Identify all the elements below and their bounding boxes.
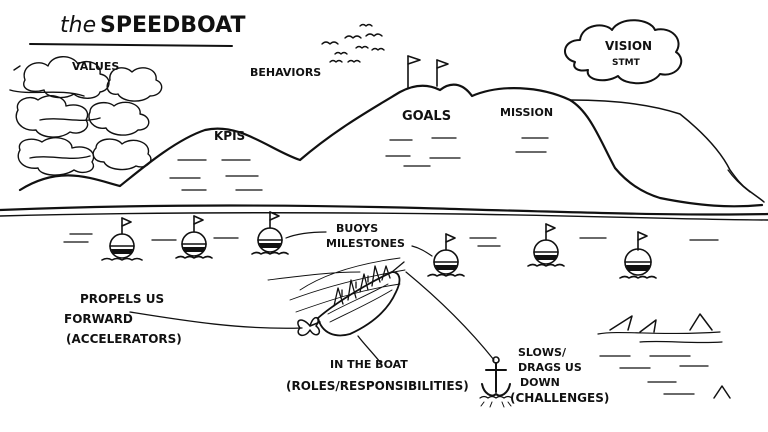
vision-label-line2: STMT (612, 58, 641, 68)
shark-fin-icon (689, 313, 713, 331)
boat-icon (267, 257, 406, 337)
summit-flags (407, 55, 449, 89)
buoy-icon (619, 231, 657, 279)
slows-label-line3: DOWN (520, 376, 560, 389)
bird-icon (347, 59, 361, 63)
cloud-icon (106, 67, 163, 102)
buoys-label-line1: BUOYS (336, 222, 378, 235)
cloud-icon (15, 95, 89, 138)
behaviors-label: BEHAVIORS (250, 66, 321, 79)
in-the-boat-label: IN THE BOAT (330, 358, 408, 371)
buoy-icon (101, 217, 143, 261)
vision-cloud: VISION STMT (564, 19, 683, 85)
propels-label-line3: (ACCELERATORS) (66, 332, 182, 346)
bird-icon (334, 51, 348, 55)
bird-icon (371, 47, 385, 51)
water-dashes (63, 233, 719, 247)
values-clouds: VALUES (9, 56, 163, 176)
buoy-icon (175, 215, 213, 259)
flag-icon (407, 55, 421, 89)
values-label: VALUES (72, 60, 119, 73)
shark-fin-icon (713, 385, 731, 399)
buoys-label-line2: MILESTONES (326, 237, 405, 250)
buoys (101, 211, 657, 279)
boat-wake (267, 257, 406, 313)
slows-label-line1: SLOWS/ (518, 346, 567, 359)
vision-label-line1: VISION (605, 39, 652, 53)
bird-icon (344, 35, 362, 39)
boat-bow (391, 261, 405, 273)
mountain-ridge-right (569, 99, 765, 203)
shark-fin-icon (639, 319, 657, 333)
bird-icon (355, 45, 369, 49)
mountain-hatching (169, 137, 549, 191)
milestones-pointer (411, 245, 433, 257)
propels-pointer (129, 311, 303, 329)
bird-icon (329, 59, 343, 63)
flag-icon (436, 59, 449, 87)
kpis-label: KPIS (214, 129, 245, 143)
boat-interior-scribble (327, 283, 393, 323)
bird-icon (359, 23, 373, 27)
right-water-dashes (599, 355, 709, 395)
mountain-shade (727, 169, 751, 193)
title-underline (29, 43, 233, 47)
title-prefix: the (60, 13, 96, 38)
cloud-icon (92, 138, 152, 171)
boat-hull (317, 271, 401, 337)
cloud-scribble (9, 65, 101, 159)
propeller-icon (297, 316, 321, 337)
bird-flock (321, 23, 385, 63)
buoy-icon (251, 211, 289, 255)
sharks (597, 313, 731, 399)
buoy-icon (527, 223, 565, 267)
anchor-rope (405, 271, 495, 361)
anchor-icon (479, 356, 513, 408)
mountain-ridge (18, 83, 764, 208)
mountain-range (18, 83, 765, 208)
challenges-label: (CHALLENGES) (510, 391, 609, 405)
shark-fin-icon (609, 315, 633, 331)
mission-label: MISSION (500, 106, 553, 119)
title-main: SPEEDBOAT (100, 13, 246, 38)
boat-crew (333, 265, 391, 307)
title-block: the SPEEDBOAT (29, 13, 246, 47)
buoy-icon (427, 233, 465, 277)
cloud-icon (564, 19, 683, 85)
goals-label: GOALS (402, 109, 451, 124)
roles-responsibilities-label: (ROLES/RESPONSIBILITIES) (286, 379, 469, 393)
bird-icon (321, 41, 339, 45)
propels-label-line2: FORWARD (64, 312, 133, 326)
water-swirl (597, 331, 723, 344)
cloud-icon (17, 137, 95, 176)
bird-icon (365, 33, 383, 37)
shoreline (0, 204, 768, 221)
buoys-pointer (285, 231, 327, 239)
propels-label-line1: PROPELS US (80, 292, 164, 306)
cloud-icon (88, 101, 150, 136)
in-boat-pointer (357, 335, 381, 363)
slows-label-line2: DRAGS US (518, 361, 582, 374)
